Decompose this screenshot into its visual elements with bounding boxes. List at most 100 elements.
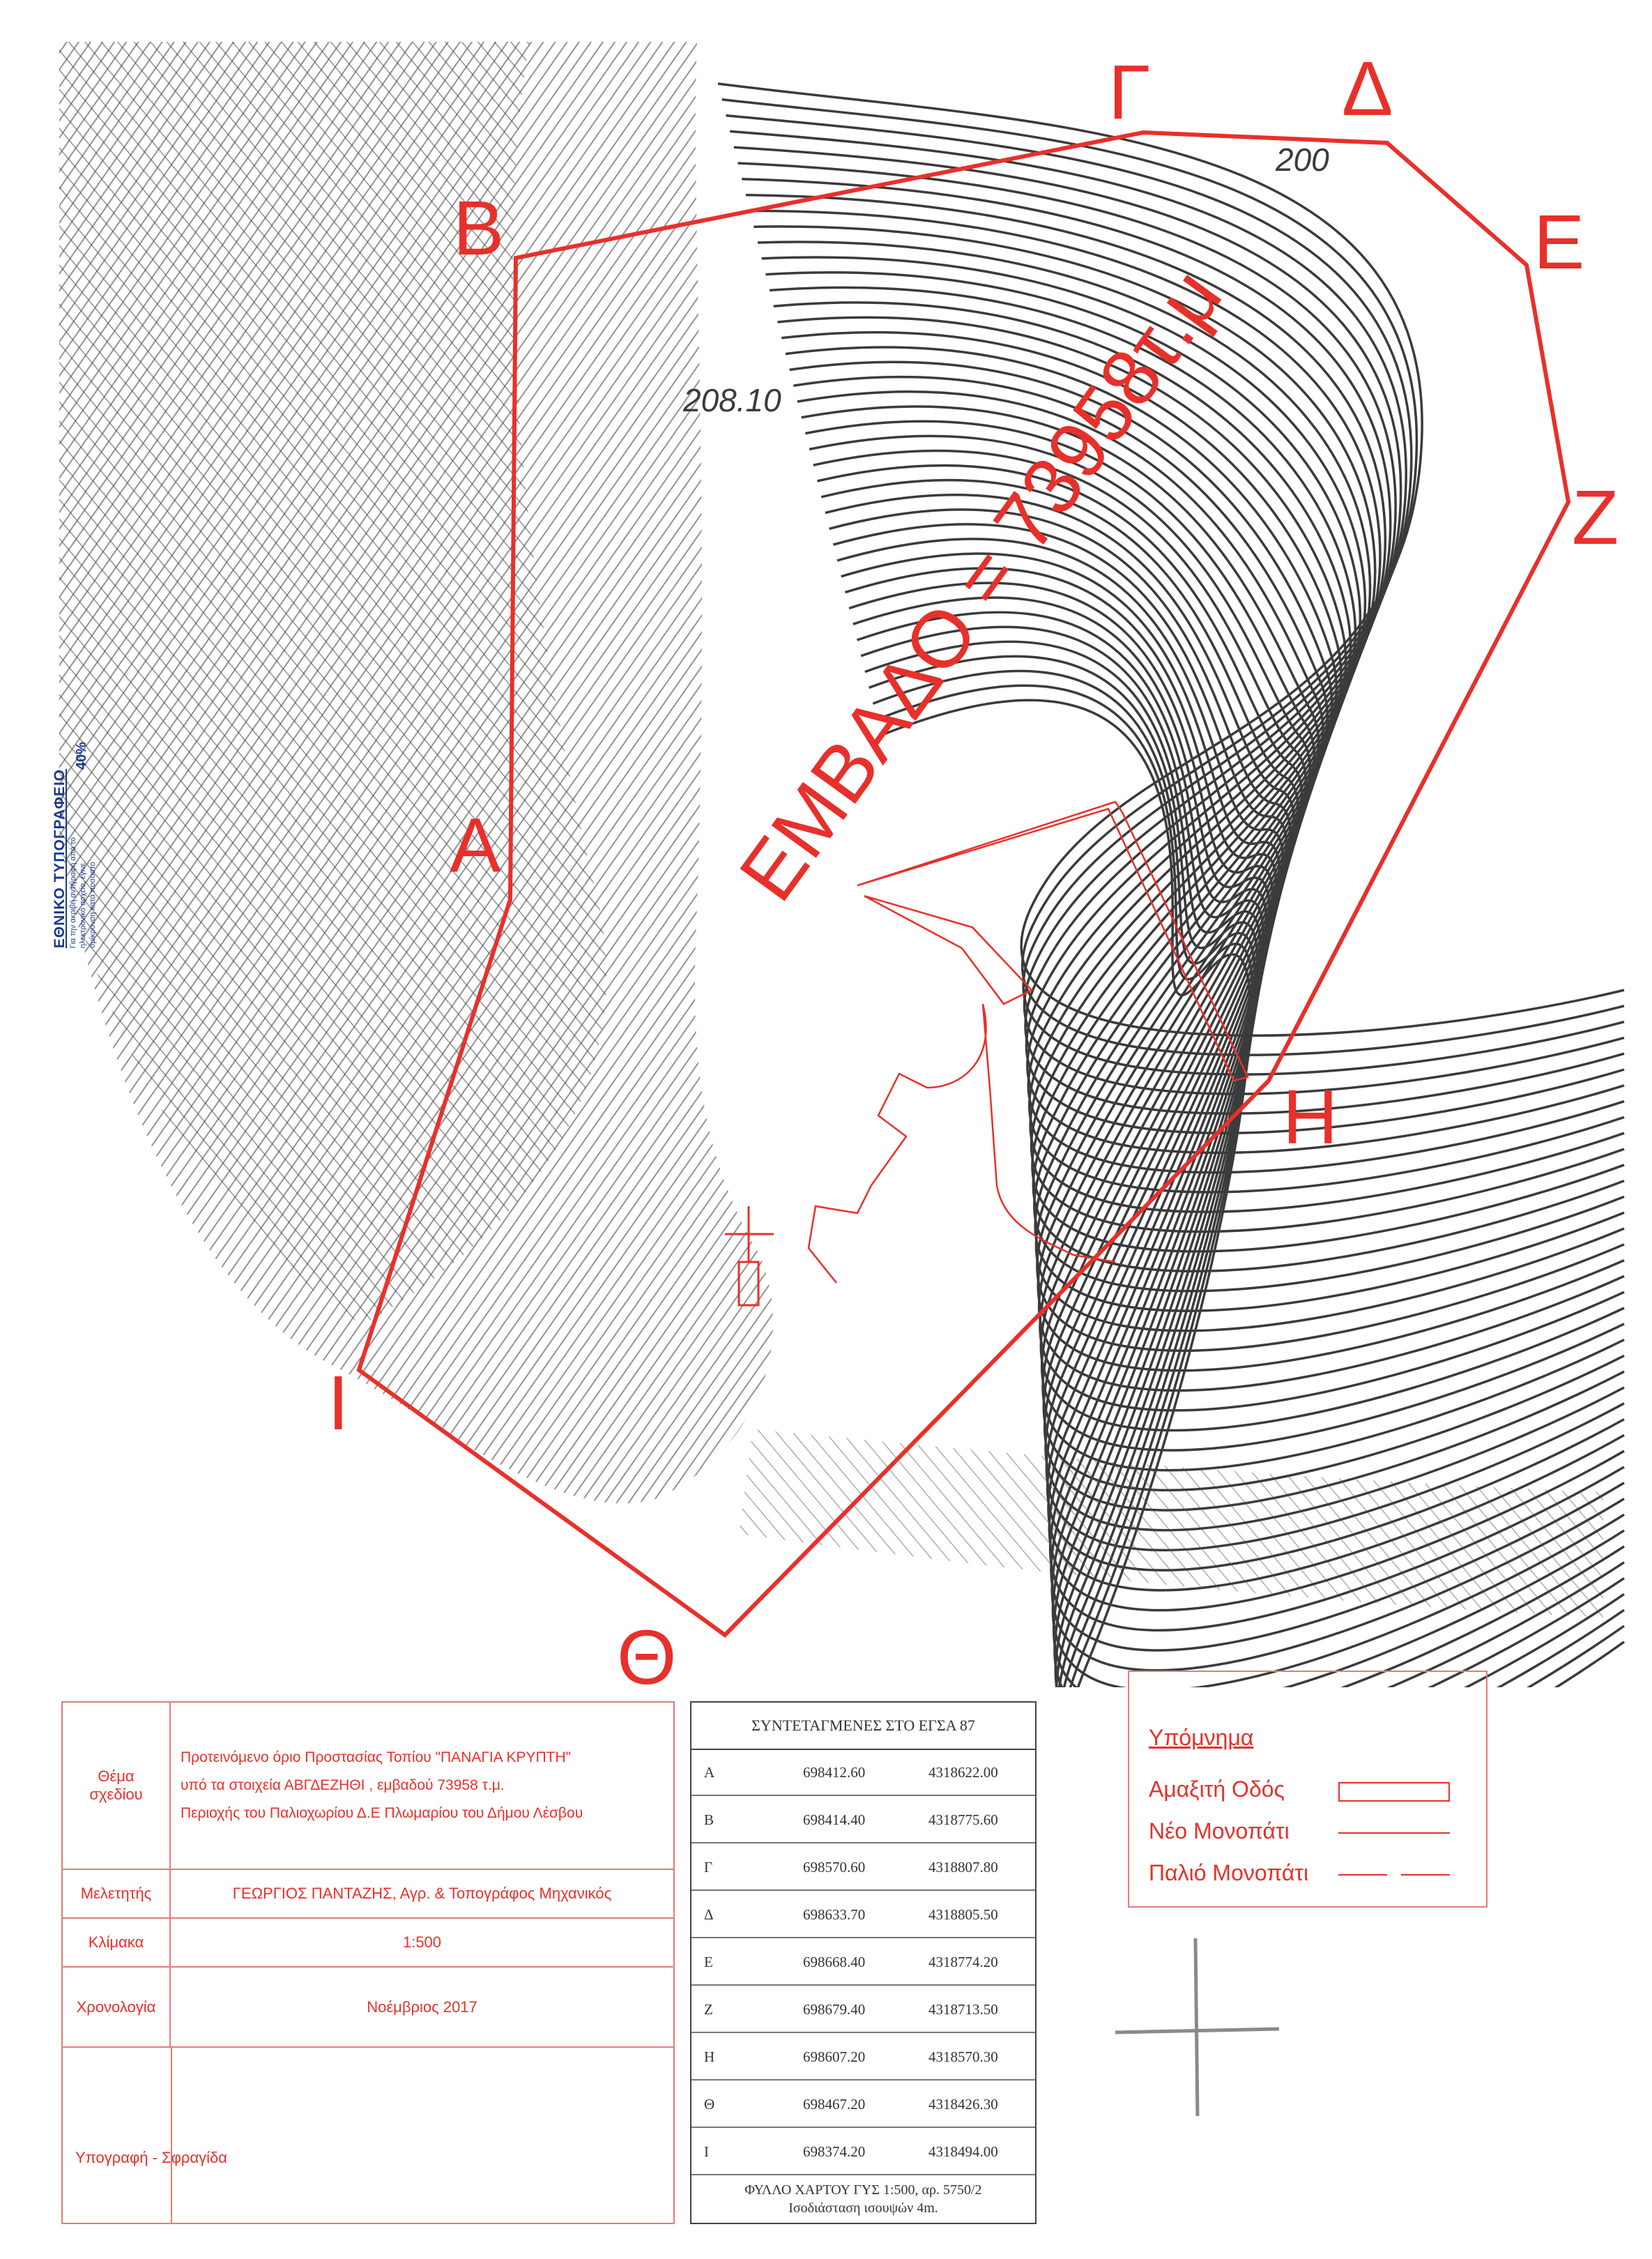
- contour-line: [777, 316, 1625, 1332]
- coordinate-x: 698467.20: [803, 2096, 866, 2113]
- coordinates-header: ΣΥΝΤΕΤΑΓΜΕΝΕΣ ΣΤΟ ΕΓΣΑ 87: [691, 1703, 1035, 1750]
- subject-row: Θέμα σχεδίου Προτεινόμενο όριο Προστασία…: [63, 1703, 673, 1870]
- subject-label: Θέμα σχεδίου: [63, 1703, 171, 1869]
- stamp-percent: 40%: [74, 742, 89, 770]
- new-path: [725, 1003, 1116, 1307]
- protection-boundary: [356, 130, 1571, 1638]
- vertex-label-e: Ε: [1534, 199, 1584, 285]
- contour-line: [761, 256, 1625, 1253]
- coordinate-x: 698679.40: [803, 2001, 866, 2018]
- contour-line: [856, 611, 1625, 1687]
- coordinate-point: Β: [704, 1811, 714, 1828]
- coordinate-point: Δ: [704, 1906, 714, 1923]
- contour-line: [844, 567, 1625, 1672]
- cliff-terrain: [59, 42, 774, 1504]
- coordinate-point: Ε: [704, 1954, 713, 1970]
- coordinates-row: Δ 698633.70 4318805.50: [691, 1891, 1035, 1938]
- contour-line: [781, 330, 1625, 1352]
- contour-line: [801, 405, 1625, 1452]
- date-value: Νοέμβριος 2017: [367, 1998, 477, 2016]
- old-path-symbol-b: [1401, 1874, 1450, 1876]
- coordinates-row: Α 698412.60 4318622.00: [691, 1749, 1035, 1796]
- surveyor-row: Μελετητής ΓΕΩΡΓΙΟΣ ΠΑΝΤΑΖΗΣ, Αγρ. & Τοπο…: [63, 1870, 673, 1919]
- vertex-label-d: Δ: [1342, 46, 1393, 132]
- contour-line: [717, 82, 1625, 1037]
- footer-line-1: ΦΥΛΛΟ ΧΑΡΤΟΥ ΓΥΣ 1:500, αρ. 5750/2: [744, 2182, 982, 2198]
- signature-label: Υπογραφή - Σφραγίδα: [75, 2149, 228, 2166]
- legend-item-new-path: Νέο Μονοπάτι: [1149, 1818, 1290, 1843]
- date-label: Χρονολογία: [63, 1968, 171, 2046]
- vertex-label-h: Η: [1283, 1074, 1338, 1160]
- contour-line: [789, 360, 1625, 1392]
- scale-value: 1:500: [402, 1933, 442, 1951]
- contour-line: [841, 552, 1625, 1652]
- legend-item-road: Αμαξιτή Οδός: [1149, 1777, 1285, 1802]
- vertex-label-g: Γ: [1108, 50, 1151, 135]
- coordinate-point: Θ: [704, 2096, 715, 2113]
- coordinate-x: 698570.60: [803, 1859, 866, 1876]
- coordinates-row: Β 698414.40 4318775.60: [691, 1796, 1035, 1843]
- coordinate-x: 698412.60: [803, 1764, 866, 1781]
- vertex-label-th: Θ: [617, 1615, 677, 1687]
- contour-line: [805, 420, 1625, 1472]
- elevation-label-200: 200: [1275, 142, 1329, 178]
- stamp-line-1: Για την ακριβή αντιγραφή από το: [69, 837, 77, 948]
- surveyor-value: ΓΕΩΡΓΙΟΣ ΠΑΝΤΑΖΗΣ, Αγρ. & Τοπογράφος Μηχ…: [232, 1885, 612, 1902]
- contour-line: [765, 271, 1625, 1272]
- contour-line: [773, 301, 1625, 1312]
- contour-line: [860, 625, 1625, 1687]
- contour-line: [848, 581, 1625, 1687]
- vertex-label-z: Ζ: [1572, 475, 1619, 561]
- vertex-label-a: Α: [450, 803, 501, 888]
- vertex-label-i: Ι: [328, 1360, 349, 1446]
- old-path: [857, 800, 1249, 1082]
- contour-line: [754, 225, 1625, 1213]
- scale-row: Κλίμακα 1:500: [63, 1919, 673, 1968]
- cross-mark: [1115, 1938, 1280, 2117]
- coordinate-x: 698374.20: [803, 2143, 866, 2160]
- coordinate-y: 4318775.60: [928, 1811, 998, 1828]
- contour-line: [868, 655, 1625, 1687]
- date-row: Χρονολογία Νοέμβριος 2017: [63, 1968, 673, 2048]
- old-path-symbol-a: [1338, 1874, 1387, 1876]
- coordinates-table: ΣΥΝΤΕΤΑΓΜΕΝΕΣ ΣΤΟ ΕΓΣΑ 87 Α 698412.60 4318…: [690, 1701, 1037, 2224]
- scale-label: Κλίμακα: [63, 1919, 171, 1966]
- contour-line: [793, 376, 1625, 1412]
- coordinate-x: 698414.40: [803, 1811, 866, 1828]
- coordinate-point: Γ: [704, 1859, 713, 1876]
- subject-line-3: Περιοχής του Παλιοχωρίου Δ.Ε Πλωμαρίου τ…: [181, 1805, 583, 1821]
- coordinate-point: Η: [704, 2048, 715, 2065]
- contour-line: [726, 114, 1625, 1076]
- elevation-label-208: 208.10: [682, 382, 781, 418]
- contour-line: [852, 596, 1625, 1687]
- title-block: Θέμα σχεδίου Προτεινόμενο όριο Προστασία…: [61, 1701, 675, 2224]
- coordinate-point: Ι: [704, 2143, 709, 2160]
- new-path-symbol: [1338, 1832, 1450, 1834]
- coordinate-point: Ζ: [704, 2001, 713, 2018]
- contour-line: [872, 669, 1625, 1687]
- contour-line: [769, 286, 1625, 1293]
- coordinate-x: 698633.70: [803, 1906, 866, 1923]
- stamp-line-2: ηλεκτρονικό αρχείο, έγινε: [79, 862, 87, 948]
- legend: Υπόμνημα Αμαξιτή Οδός Νέο Μονοπάτι Παλιό…: [1128, 1671, 1487, 1908]
- subject-line-1: Προτεινόμενο όριο Προστασίας Τοπίου "ΠΑΝ…: [181, 1749, 572, 1765]
- coordinate-y: 4318622.00: [928, 1764, 998, 1781]
- footer-line-2: Ισοδιάσταση ισουψών 4m.: [788, 2200, 938, 2216]
- coordinate-y: 4318805.50: [928, 1906, 998, 1923]
- national-printing-stamp: ΕΘΝΙΚΟ ΤΥΠΟΓΡΑΦΕΙΟ Για την ακριβή αντιγρ…: [52, 739, 107, 948]
- lower-slope-hatching: [739, 1429, 1603, 1618]
- coordinate-y: 4318570.30: [928, 2048, 998, 2065]
- surveyor-label: Μελετητής: [63, 1870, 171, 1917]
- contour-line: [864, 640, 1625, 1687]
- contour-line: [733, 146, 1625, 1115]
- stamp-line-3: σμίκρυνση κατά ποσοστό: [89, 862, 97, 948]
- coordinate-y: 4318713.50: [928, 2001, 998, 2018]
- coordinate-point: Α: [704, 1764, 715, 1781]
- coordinate-y: 4318774.20: [928, 1954, 998, 1970]
- contour-line: [880, 699, 1626, 1687]
